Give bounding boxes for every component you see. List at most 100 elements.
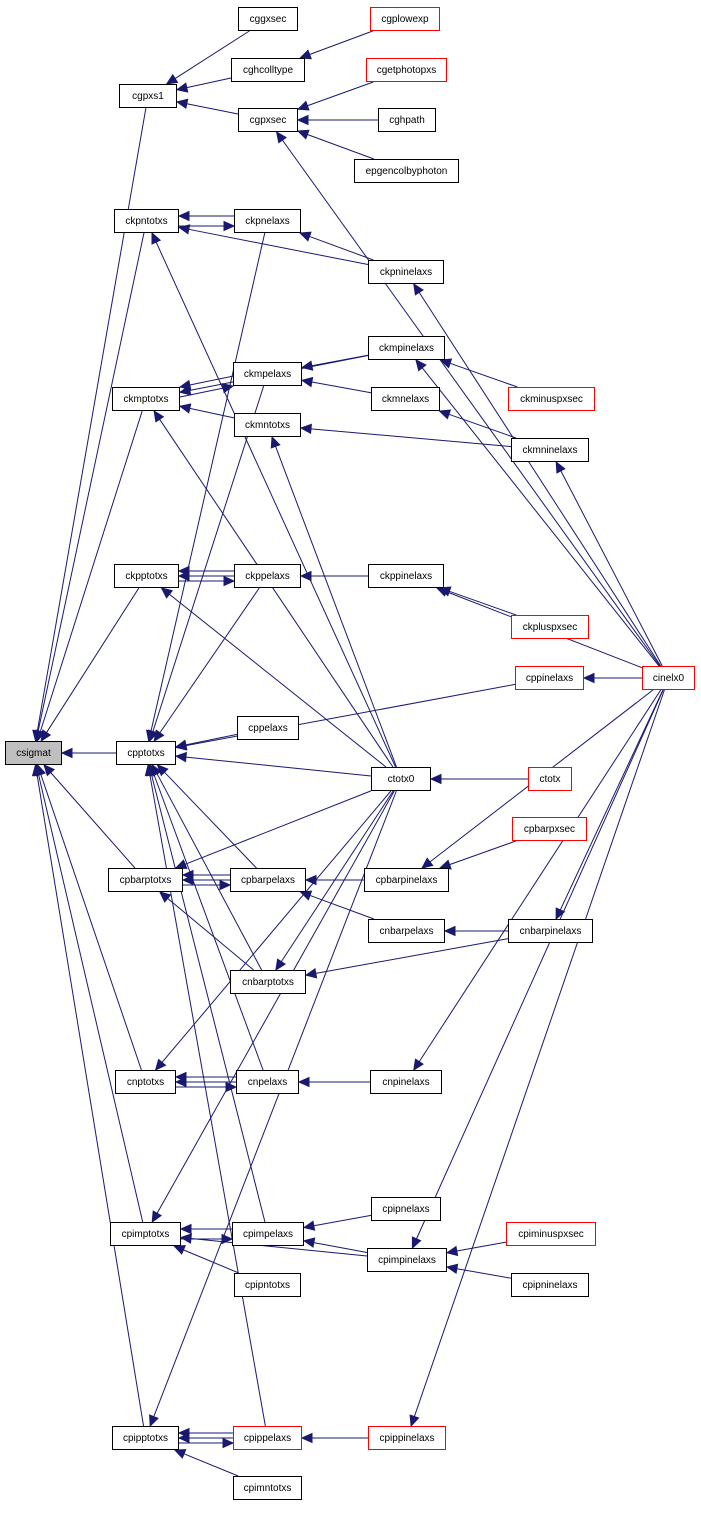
arrowhead-cpimptotxs-to-cpimpelaxs [221, 1233, 234, 1245]
arrowhead-ckmpinelaxs-to-ckmptotxs [178, 385, 192, 396]
edge-cinelx0-to-cnbarpinelaxs [559, 689, 664, 911]
edge-cnpelaxs-to-cpptotxs [153, 774, 264, 1071]
node-cpbarpinelaxs[interactable]: cpbarpinelaxs [364, 868, 449, 892]
node-epgencolbyphoton[interactable]: epgencolbyphoton [354, 159, 459, 183]
node-cppelaxs[interactable]: cppelaxs [237, 716, 299, 740]
edge-cpipntotxs-to-cpimptotxs [183, 1249, 239, 1274]
node-cghcolltype[interactable]: cghcolltype [231, 58, 305, 82]
edge-ctotx0-to-cpipptotxs [153, 790, 397, 1417]
arrowhead-cnbarptotxs-to-cpbarptotxs [158, 891, 172, 903]
node-ckmnelaxs[interactable]: ckmnelaxs [371, 387, 440, 411]
node-cpimpelaxs[interactable]: cpimpelaxs [232, 1222, 304, 1246]
arrowhead-cpimpinelaxs-to-cpimptotxs [179, 1233, 192, 1244]
arrowhead-cpipninelaxs-to-cpimpinelaxs [445, 1263, 459, 1274]
node-ckmptotxs[interactable]: ckmptotxs [112, 387, 180, 411]
node-ctotx0[interactable]: ctotx0 [371, 767, 431, 791]
node-cgpxs1[interactable]: cgpxs1 [119, 84, 177, 108]
arrowhead-ckpnelaxs-to-ckpntotxs [177, 210, 190, 222]
node-cgpxsec[interactable]: cgpxsec [238, 108, 298, 132]
edge-ckpninelaxs-to-ckpntotxs [188, 228, 369, 266]
arrowhead-ctotx0-to-ckpptotxs [160, 587, 174, 599]
node-cpimptotxs[interactable]: cpimptotxs [110, 1222, 181, 1246]
arrowhead-ckmnelaxs-to-ckmpelaxs [300, 376, 314, 388]
arrowhead-cppinelaxs-to-cpptotxs [174, 740, 188, 751]
node-cnbarptotxs[interactable]: cnbarptotxs [230, 970, 306, 994]
arrowhead-ctotx0-to-cpimptotxs [151, 1210, 163, 1224]
edge-ckpptotxs-to-csigmat [46, 587, 140, 733]
node-cnpelaxs[interactable]: cnpelaxs [236, 1070, 299, 1094]
node-ckpnelaxs[interactable]: ckpnelaxs [234, 209, 301, 233]
arrowhead-ctotx0-to-cpipptotxs [149, 1414, 159, 1428]
edge-cpimntotxs-to-cpipptotxs [183, 1453, 239, 1477]
edge-ckpntotxs-to-csigmat [37, 232, 145, 732]
edge-ctotx0-to-ckmntotxs [275, 446, 397, 768]
node-cpippelaxs[interactable]: cpippelaxs [233, 1426, 302, 1450]
node-ckppinelaxs[interactable]: ckppinelaxs [368, 564, 444, 588]
node-cpipninelaxs[interactable]: cpipninelaxs [511, 1273, 589, 1297]
edge-ctotx0-to-cpptotxs [185, 756, 372, 777]
arrowhead-cinelx0-to-ckmpinelaxs [415, 359, 427, 372]
node-cghpath[interactable]: cghpath [378, 108, 436, 132]
node-cpimntotxs[interactable]: cpimntotxs [233, 1476, 302, 1500]
arrowhead-ckmntotxs-to-ckmptotxs [178, 403, 192, 414]
arrowhead-ctotx0-to-ckpntotxs [151, 231, 162, 245]
node-cggxsec[interactable]: cggxsec [238, 7, 298, 31]
node-ckpntotxs[interactable]: ckpntotxs [114, 209, 179, 233]
edge-ctotx0-to-cpimptotxs [156, 790, 395, 1214]
arrowhead-ckpninelaxs-to-ckpntotxs [177, 224, 191, 235]
node-ckmninelaxs[interactable]: ckmninelaxs [511, 438, 589, 462]
node-ckpluspxsec[interactable]: ckpluspxsec [511, 615, 589, 639]
node-cnpinelaxs[interactable]: cnpinelaxs [370, 1070, 442, 1094]
arrowhead-cpimpinelaxs-to-cpimpelaxs [302, 1237, 316, 1248]
edge-ckmntotxs-to-ckmptotxs [189, 407, 235, 419]
node-ckpptotxs[interactable]: ckpptotxs [114, 564, 179, 588]
edge-cppelaxs-to-cpptotxs [185, 733, 238, 746]
arrowhead-ckpntotxs-to-ckpnelaxs [223, 220, 236, 232]
node-cpipnelaxs[interactable]: cpipnelaxs [371, 1197, 441, 1221]
node-ckmpelaxs[interactable]: ckmpelaxs [233, 362, 302, 386]
node-ckminuspxsec[interactable]: ckminuspxsec [508, 387, 595, 411]
edge-cpimptotxs-to-csigmat [38, 774, 144, 1223]
edge-cpiminuspxsec-to-cpimpinelaxs [456, 1241, 507, 1252]
edge-cpipninelaxs-to-cpimpinelaxs [456, 1268, 512, 1279]
node-cppinelaxs[interactable]: cppinelaxs [515, 666, 584, 690]
node-cpiminuspxsec[interactable]: cpiminuspxsec [506, 1222, 596, 1246]
node-cinelx0[interactable]: cinelx0 [642, 666, 695, 690]
node-cgetphotopxs[interactable]: cgetphotopxs [366, 58, 447, 82]
arrowhead-cinelx0-to-cppinelaxs [582, 672, 595, 684]
edge-cppinelaxs-to-cpptotxs [185, 683, 516, 747]
node-cpipptotxs[interactable]: cpipptotxs [112, 1426, 179, 1450]
node-ckpninelaxs[interactable]: ckpninelaxs [368, 260, 444, 284]
arrowhead-cpimpelaxs-to-cpimptotxs [179, 1223, 192, 1235]
arrowhead-ckpptotxs-to-csigmat [40, 729, 52, 743]
node-cgplowexp[interactable]: cgplowexp [370, 7, 440, 31]
edge-cpipnelaxs-to-cpimpelaxs [313, 1214, 372, 1227]
arrowhead-ckmninelaxs-to-ckmnelaxs [438, 409, 452, 420]
arrowhead-cghpath-to-cgpxsec [296, 114, 309, 126]
node-cpptotxs[interactable]: cpptotxs [116, 741, 176, 765]
node-cnbarpinelaxs[interactable]: cnbarpinelaxs [508, 919, 593, 943]
node-cnbarpelaxs[interactable]: cnbarpelaxs [368, 919, 445, 943]
node-ckmntotxs[interactable]: ckmntotxs [234, 413, 301, 437]
node-cpipntotxs[interactable]: cpipntotxs [234, 1273, 301, 1297]
node-cpimpinelaxs[interactable]: cpimpinelaxs [367, 1248, 447, 1272]
arrowhead-cpipntotxs-to-cpimptotxs [173, 1245, 186, 1255]
node-cnptotxs[interactable]: cnptotxs [115, 1070, 176, 1094]
edge-ckpnelaxs-to-cpptotxs [150, 232, 266, 732]
arrowhead-cpbarptotxs-to-cpbarpelaxs [219, 879, 232, 891]
arrowhead-cpippinelaxs-to-cpipptotxs [177, 1432, 190, 1444]
node-ckppelaxs[interactable]: ckppelaxs [234, 564, 301, 588]
arrowhead-epgencolbyphoton-to-cgpxsec [296, 129, 310, 140]
node-cpbarpxsec[interactable]: cpbarpxsec [512, 817, 587, 841]
node-ckmpinelaxs[interactable]: ckmpinelaxs [368, 336, 445, 360]
node-cpbarpelaxs[interactable]: cpbarpelaxs [230, 868, 306, 892]
node-cpbarptotxs[interactable]: cpbarptotxs [108, 868, 183, 892]
arrowhead-cinelx0-to-cgpxsec [275, 131, 288, 144]
node-cpippinelaxs[interactable]: cpippinelaxs [368, 1426, 446, 1450]
edge-ckmptotxs-to-csigmat [39, 410, 143, 732]
arrowhead-ckmptotxs-to-ckmpelaxs [221, 383, 235, 394]
node-ctotx[interactable]: ctotx [528, 767, 572, 791]
arrowhead-cpbarptotxs-to-csigmat [43, 764, 56, 777]
edge-cpimpinelaxs-to-cpimpelaxs [313, 1242, 368, 1254]
